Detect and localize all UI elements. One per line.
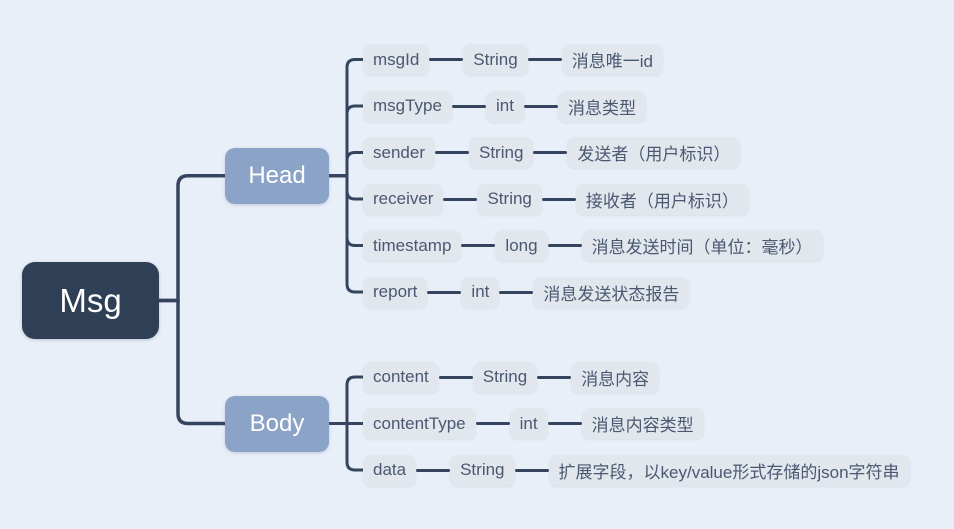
row-connector-line xyxy=(429,58,464,61)
field-type-node[interactable]: String xyxy=(468,137,534,168)
field-row: report int 消息发送状态报告 xyxy=(363,276,823,308)
field-desc-node[interactable]: 消息内容类型 xyxy=(581,408,704,439)
field-desc-node[interactable]: 消息内容 xyxy=(571,361,660,393)
field-row: data String 扩展字段，以key/value形式存储的json字符串 xyxy=(363,454,910,486)
field-type-node[interactable]: String xyxy=(450,454,515,486)
field-row: msgId String 消息唯一id xyxy=(363,44,823,75)
branch-node-body-label: Body xyxy=(249,409,305,437)
row-connector-line xyxy=(416,468,451,472)
field-name-node[interactable]: content xyxy=(363,361,439,393)
row-connector-line xyxy=(541,197,576,201)
row-connector-line xyxy=(533,151,568,154)
row-connector-line xyxy=(475,422,510,425)
branch-node-body[interactable]: Body xyxy=(225,395,329,452)
field-type-node[interactable]: long xyxy=(495,230,548,261)
row-connector-line xyxy=(451,104,486,108)
field-type-node[interactable]: int xyxy=(509,408,548,439)
field-name-node[interactable]: sender xyxy=(363,137,435,168)
root-node-label: Msg xyxy=(59,281,122,319)
row-connector-line xyxy=(547,244,582,247)
row-connector-line xyxy=(499,290,534,294)
field-type-node[interactable]: int xyxy=(485,90,524,122)
field-name-node[interactable]: timestamp xyxy=(363,230,462,261)
row-connector-line xyxy=(527,58,562,61)
field-row: contentType int 消息内容类型 xyxy=(363,408,910,439)
field-desc-node[interactable]: 扩展字段，以key/value形式存储的json字符串 xyxy=(548,454,910,486)
field-row: content String 消息内容 xyxy=(363,361,910,393)
field-name-node[interactable]: receiver xyxy=(363,183,444,215)
row-connector-line xyxy=(443,197,478,201)
field-desc-node[interactable]: 接收者（用户标识） xyxy=(575,183,749,215)
field-name-node[interactable]: msgType xyxy=(363,90,452,122)
field-type-node[interactable]: String xyxy=(477,183,542,215)
field-desc-node[interactable]: 消息发送状态报告 xyxy=(533,276,690,308)
row-connector-line xyxy=(537,375,572,379)
field-name-node[interactable]: contentType xyxy=(363,408,476,439)
field-type-node[interactable]: String xyxy=(472,361,538,393)
row-connector-line xyxy=(427,290,462,294)
field-row: timestamp long 消息发送时间（单位：毫秒） xyxy=(363,230,823,261)
row-connector-line xyxy=(438,375,473,379)
row-connector-line xyxy=(523,104,558,108)
field-desc-node[interactable]: 消息类型 xyxy=(557,90,646,122)
field-desc-node[interactable]: 消息唯一id xyxy=(561,44,663,75)
field-desc-node[interactable]: 消息发送时间（单位：毫秒） xyxy=(581,230,823,261)
row-connector-line xyxy=(461,244,496,247)
field-type-node[interactable]: int xyxy=(461,276,500,308)
root-node-msg[interactable]: Msg xyxy=(22,262,159,339)
field-desc-node[interactable]: 发送者（用户标识） xyxy=(567,137,741,168)
field-type-node[interactable]: String xyxy=(463,44,528,75)
field-row: receiver String 接收者（用户标识） xyxy=(363,183,823,215)
row-connector-line xyxy=(547,422,582,425)
branch-node-head[interactable]: Head xyxy=(225,147,329,204)
field-row: sender String 发送者（用户标识） xyxy=(363,137,823,168)
field-name-node[interactable]: report xyxy=(363,276,428,308)
field-row: msgType int 消息类型 xyxy=(363,90,823,122)
field-name-node[interactable]: msgId xyxy=(363,44,430,75)
row-connector-line xyxy=(434,151,469,154)
field-name-node[interactable]: data xyxy=(363,454,417,486)
row-connector-line xyxy=(514,468,549,472)
branch-node-head-label: Head xyxy=(248,161,306,189)
